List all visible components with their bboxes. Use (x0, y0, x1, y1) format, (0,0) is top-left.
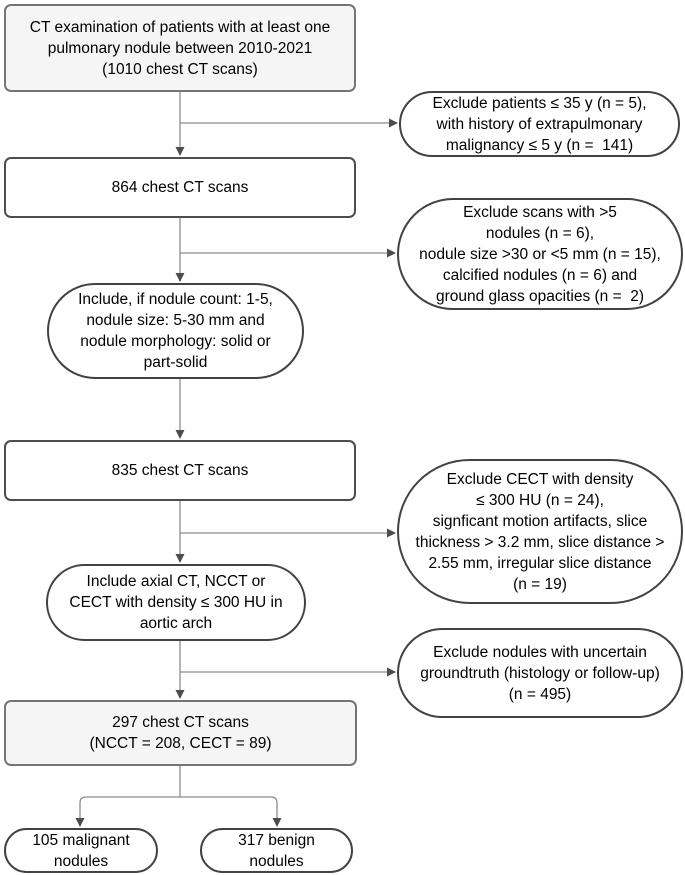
flow-node-scans-864: 864 chest CT scans (4, 157, 356, 218)
flow-node-scans-297: 297 chest CT scans (NCCT = 208, CECT = 8… (4, 700, 357, 766)
flow-node-include-axial: Include axial CT, NCCT or CECT with dens… (46, 564, 306, 641)
flow-node-exclude-nodules: Exclude scans with >5 nodules (n = 6), n… (397, 198, 683, 310)
flow-node-exclude-groundtruth-text: Exclude nodules with uncertain groundtru… (420, 643, 660, 703)
flow-node-exclude-age-text: Exclude patients ≤ 35 y (n = 5), with hi… (432, 94, 647, 154)
flow-node-exclude-cect: Exclude CECT with density ≤ 300 HU (n = … (397, 459, 683, 604)
flow-node-exclude-cect-text: Exclude CECT with density ≤ 300 HU (n = … (415, 470, 665, 593)
flow-node-include-count-text: Include, if nodule count: 1-5, nodule si… (78, 291, 273, 371)
flow-node-scans-835: 835 chest CT scans (4, 440, 356, 501)
flow-node-include-count: Include, if nodule count: 1-5, nodule si… (47, 283, 304, 379)
flow-node-scans-297-text: 297 chest CT scans (NCCT = 208, CECT = 8… (89, 714, 272, 752)
flow-node-benign-text: 317 benign nodules (238, 831, 315, 870)
flow-node-benign: 317 benign nodules (200, 828, 353, 873)
flow-node-malignant: 105 malignant nodules (4, 828, 158, 873)
flow-node-exclude-groundtruth: Exclude nodules with uncertain groundtru… (397, 628, 683, 718)
arrow-split-to-malignant (75, 796, 180, 827)
flow-node-scans-835-text: 835 chest CT scans (111, 462, 249, 479)
flow-node-scans-864-text: 864 chest CT scans (111, 179, 249, 196)
flow-node-start: CT examination of patients with at least… (4, 4, 356, 92)
flow-node-exclude-nodules-text: Exclude scans with >5 nodules (n = 6), n… (419, 203, 661, 305)
flow-node-malignant-text: 105 malignant nodules (32, 831, 130, 870)
flow-node-start-text: CT examination of patients with at least… (29, 18, 331, 78)
arrow-split-to-benign (180, 796, 282, 827)
flow-node-exclude-age: Exclude patients ≤ 35 y (n = 5), with hi… (399, 91, 680, 157)
flow-node-include-axial-text: Include axial CT, NCCT or CECT with dens… (69, 573, 283, 632)
